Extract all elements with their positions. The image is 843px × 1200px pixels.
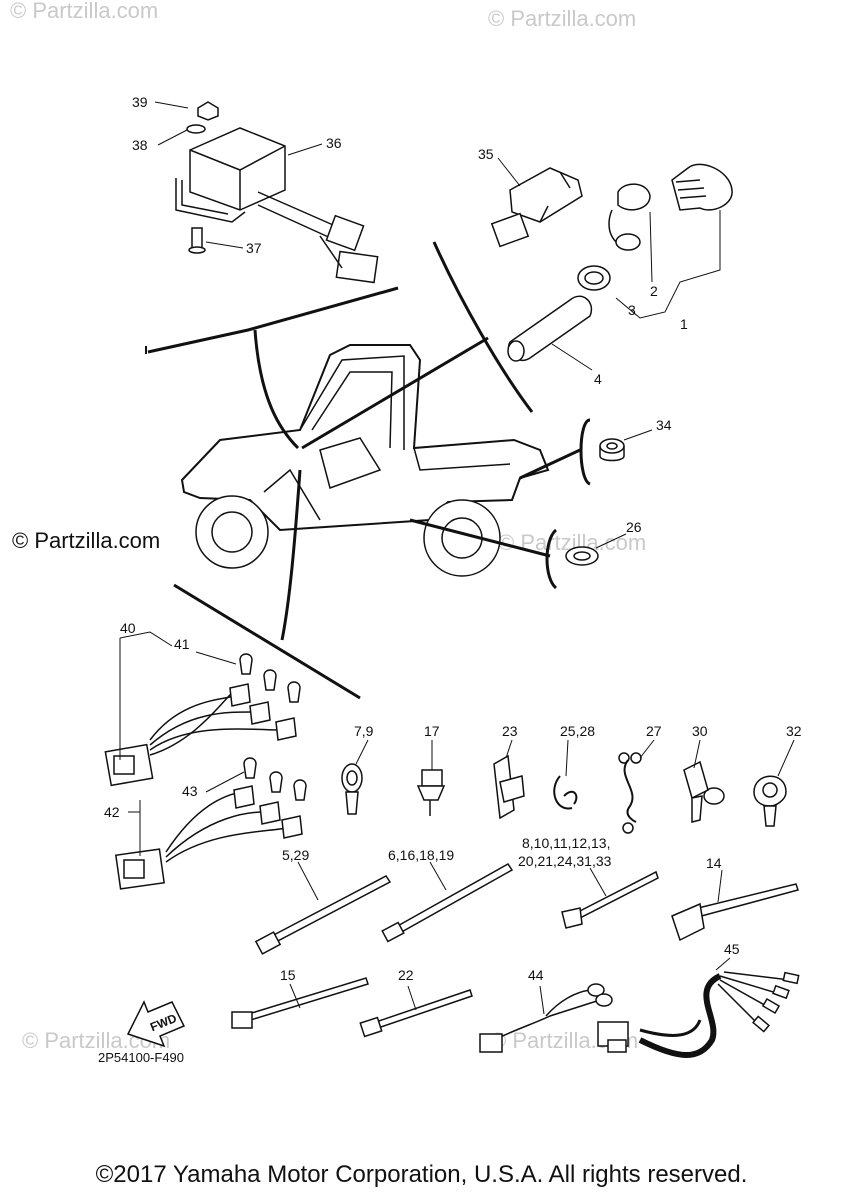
- callout-22: 22: [398, 967, 414, 983]
- callout-30: 30: [692, 723, 708, 739]
- callout-6-16-18-19: 6,16,18,19: [388, 847, 454, 863]
- callout-23: 23: [502, 723, 518, 739]
- relay-assembly: [154, 101, 379, 284]
- cable-tie-22: [359, 985, 473, 1038]
- bracket-26: [545, 528, 558, 590]
- sub-harness-45: [597, 957, 800, 1058]
- callout-40: 40: [120, 620, 136, 636]
- clip-23: [493, 739, 525, 820]
- grommet-26: [565, 533, 627, 566]
- clip-27: [618, 739, 655, 834]
- callout-27: 27: [646, 723, 662, 739]
- cable-tie-15: [231, 977, 369, 1029]
- callout-42: 42: [104, 804, 120, 820]
- callout-1: 1: [680, 316, 688, 332]
- watermark-top-right: © Partzilla.com: [488, 6, 636, 31]
- callout-32: 32: [786, 723, 802, 739]
- watermark-top-left: © Partzilla.com: [10, 0, 158, 23]
- callout-2: 2: [650, 283, 658, 299]
- clip-25-28: [553, 739, 578, 810]
- callout-4: 4: [594, 371, 602, 387]
- callout-7-9: 7,9: [354, 723, 374, 739]
- top-right-bracket-curve: [432, 241, 534, 413]
- grommet-34-pointer: [519, 448, 581, 480]
- ground-lead-44: [479, 983, 613, 1053]
- relay-pointer-curve: [253, 329, 300, 450]
- callout-15: 15: [280, 967, 296, 983]
- callout-44: 44: [528, 967, 544, 983]
- socket-pointer-line: [301, 336, 489, 450]
- parts-diagram: © Partzilla.com © Partzilla.com © Partzi…: [10, 0, 802, 1065]
- vehicle-side-view: [180, 344, 550, 577]
- callout-8-10-line2: 20,21,24,31,33: [518, 853, 612, 869]
- callout-25-28: 25,28: [560, 723, 595, 739]
- top-left-bracket-line: [147, 286, 399, 354]
- callout-labels: 1 2 3 4 35 36 37 38 39 34 26 40 41 42 43…: [104, 94, 802, 983]
- grommet-26-pointer: [409, 518, 551, 558]
- callout-26: 26: [626, 519, 642, 535]
- callout-41: 41: [174, 636, 190, 652]
- callout-35: 35: [478, 146, 494, 162]
- diagram-code: 2P54100-F490: [98, 1050, 184, 1065]
- forward-direction-arrow: FWD: [126, 1000, 186, 1048]
- bulb-harness-lower: [115, 757, 307, 890]
- bracket-34: [579, 418, 591, 486]
- cable-tie-14: [671, 869, 799, 942]
- clip-7-9: [341, 739, 369, 815]
- callout-38: 38: [132, 137, 148, 153]
- callout-36: 36: [326, 135, 342, 151]
- clip-17: [416, 740, 446, 816]
- watermark-left: © Partzilla.com: [12, 528, 160, 553]
- harness-pointer-curve: [280, 469, 302, 641]
- bulb-harness-upper: [104, 631, 301, 787]
- callout-39: 39: [132, 94, 148, 110]
- copyright-notice: ©2017 Yamaha Motor Corporation, U.S.A. A…: [95, 1161, 748, 1188]
- callout-43: 43: [182, 783, 198, 799]
- cable-tie-5-29: [254, 861, 392, 955]
- callout-5-29: 5,29: [282, 847, 309, 863]
- callout-34: 34: [656, 417, 672, 433]
- callout-37: 37: [246, 240, 262, 256]
- clip-30: [683, 739, 725, 823]
- callout-14: 14: [706, 855, 722, 871]
- callout-3: 3: [628, 302, 636, 318]
- callout-8-10-line1: 8,10,11,12,13,: [522, 835, 610, 851]
- clip-32: [753, 739, 795, 827]
- grommet-34: [599, 429, 653, 462]
- cable-tie-8-10: [561, 867, 659, 929]
- callout-17: 17: [424, 723, 440, 739]
- cable-tie-6-16: [381, 861, 514, 943]
- harness-bracket-line: [173, 583, 361, 700]
- callout-45: 45: [724, 941, 740, 957]
- accessory-socket-assembly: [490, 157, 733, 371]
